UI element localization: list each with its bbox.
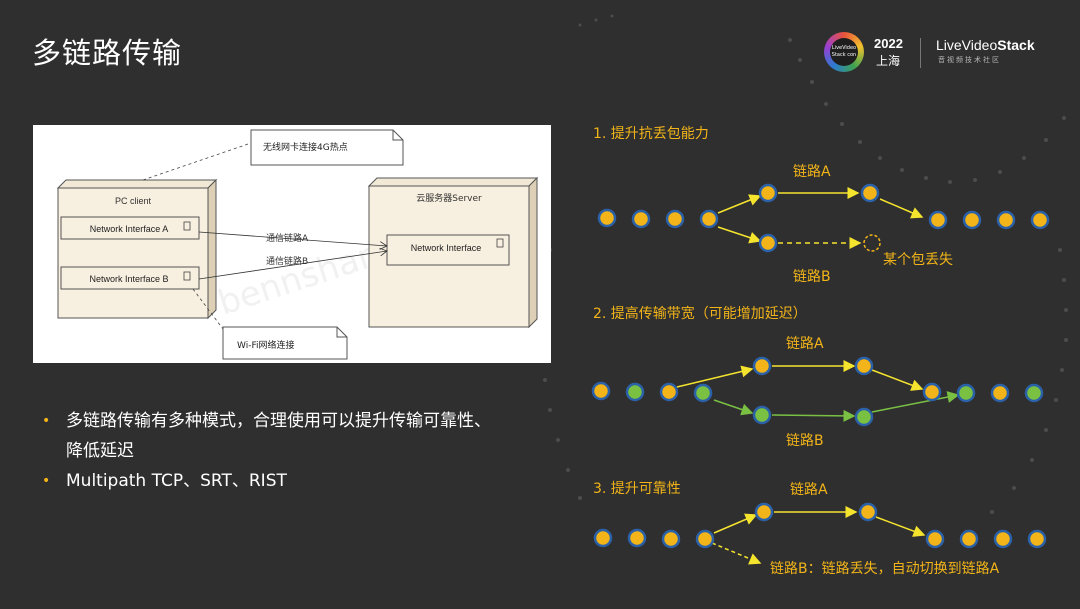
pc-client-label: PC client <box>115 196 152 206</box>
lost-packet-icon <box>863 234 881 252</box>
section2-link-b: 链路B <box>786 433 824 449</box>
bullet-list: • 多链路传输有多种模式，合理使用可以提升传输可靠性、 降低延迟 • Multipa… <box>42 406 522 496</box>
note-top-label: 无线网卡连接4G热点 <box>263 141 348 153</box>
bullet-item: • Multipath TCP、SRT、RIST <box>42 466 522 496</box>
link-a-label: 通信链路A <box>266 232 309 244</box>
bullet-icon: • <box>42 413 51 429</box>
brand-name: LiveVideoStack <box>936 37 1035 53</box>
note-bottom <box>222 326 348 360</box>
bullet-text: 降低延迟 <box>66 441 134 461</box>
brand-prefix: LiveVideo <box>936 37 998 53</box>
bullet-text: Multipath TCP、SRT、RIST <box>66 471 287 491</box>
link-b-arrow <box>198 251 387 280</box>
brand-tagline: 音视频技术社区 <box>938 56 1001 64</box>
interface-b-label: Network Interface B <box>89 274 168 284</box>
section1-loss-label: 某个包丢失 <box>883 252 953 268</box>
conference-badge-icon: LiveVideo Stack con <box>824 32 864 72</box>
link-b-label: 通信链路B <box>266 255 308 267</box>
server-interface-label: Network Interface <box>411 243 482 253</box>
network-diagram-svg: bennshang PC client Network Interface A … <box>56 129 539 360</box>
section1-link-a: 链路A <box>793 164 831 180</box>
section2-link-a: 链路A <box>786 336 824 352</box>
note-bottom-label: Wi-Fi网络连接 <box>237 339 294 351</box>
interface-b-box <box>60 266 200 290</box>
bullet-item: • 多链路传输有多种模式，合理使用可以提升传输可靠性、 <box>42 406 522 436</box>
bullet-text: 多链路传输有多种模式，合理使用可以提升传输可靠性、 <box>66 411 491 431</box>
server-label: 云服务器Server <box>416 192 482 204</box>
component-icon <box>183 271 191 281</box>
link-a-arrow <box>198 231 387 246</box>
slide-title: 多链路传输 <box>32 36 183 70</box>
section3-link-b: 链路B：链路丢失，自动切换到链路A <box>770 560 1000 577</box>
bullet-continuation: 降低延迟 <box>42 436 522 466</box>
logo-divider <box>920 38 921 68</box>
event-logo: LiveVideo Stack con 2022 上海 LiveVideoSta… <box>824 32 1064 76</box>
interface-a-box <box>60 216 200 240</box>
bullet-icon: • <box>42 473 51 489</box>
pc-client-node <box>57 187 209 319</box>
section2-heading: 2. 提高传输带宽（可能增加延迟） <box>593 305 807 322</box>
server-interface-box <box>386 234 510 266</box>
note-top-connector <box>142 142 252 181</box>
logo-city: 上海 <box>876 54 901 68</box>
brand-suffix: Stack <box>997 37 1035 53</box>
note-top <box>250 129 404 166</box>
component-icon <box>183 221 191 231</box>
interface-a-label: Network Interface A <box>90 224 169 234</box>
section1-heading: 1. 提升抗丢包能力 <box>593 126 709 142</box>
component-icon <box>496 238 504 248</box>
section3-link-a: 链路A <box>790 482 828 498</box>
badge-text: LiveVideo Stack con <box>830 38 858 66</box>
section1-link-b: 链路B <box>793 269 831 285</box>
note-bottom-connector <box>192 288 224 330</box>
network-diagram: bennshang PC client Network Interface A … <box>33 125 551 363</box>
section3-heading: 3. 提升可靠性 <box>593 481 681 497</box>
logo-year: 2022 <box>874 36 903 51</box>
multipath-flows: 1. 提升抗丢包能力 链路A 链路B 某个包丢失 2. 提高传输带宽（可能增加延… <box>591 126 1050 577</box>
